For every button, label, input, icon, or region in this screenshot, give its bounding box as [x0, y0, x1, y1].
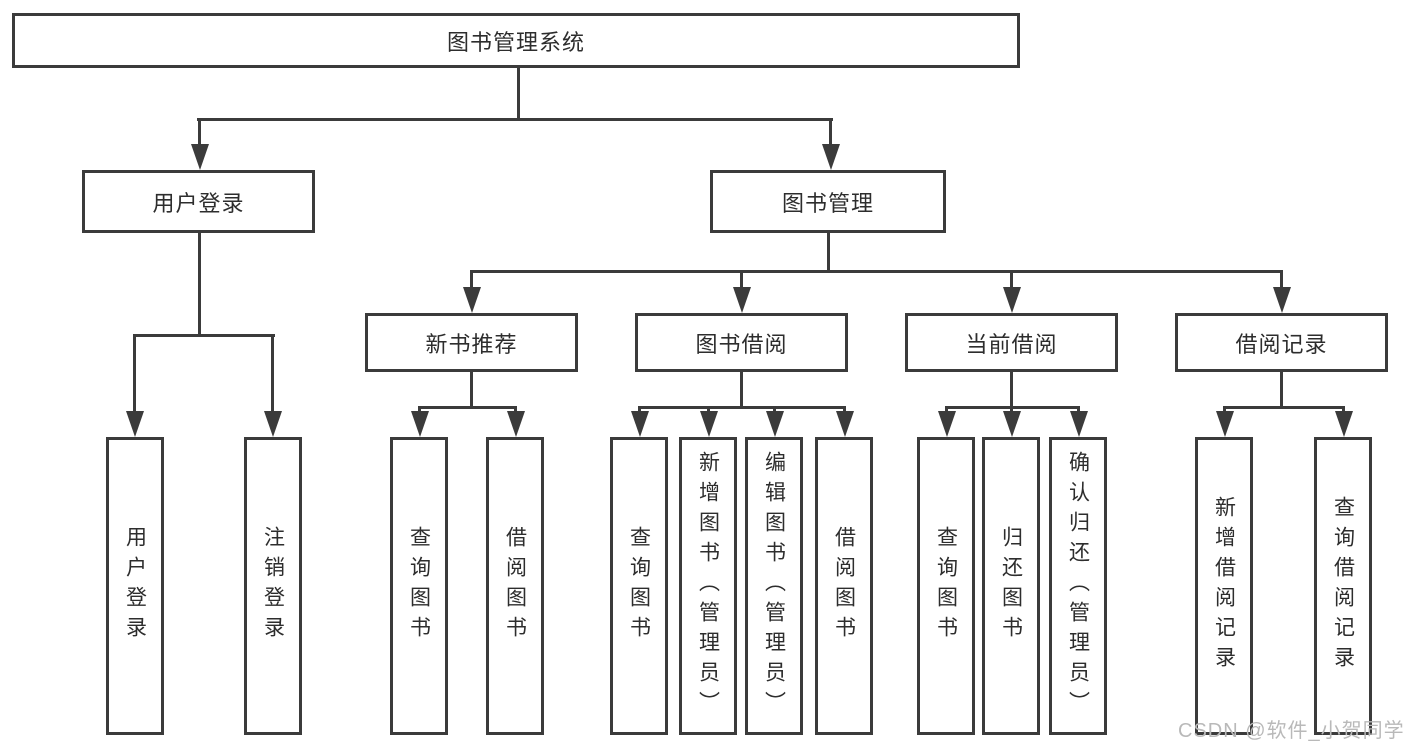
connector-root-hbar — [197, 118, 833, 121]
leaf-borrow-books: 借阅图书 — [815, 437, 873, 735]
connector-arrow-current — [1010, 270, 1013, 287]
connector-recommend-hbar — [418, 406, 517, 409]
connector-userlogin-stem — [198, 233, 201, 336]
connector-root-stem — [517, 68, 520, 120]
connector-arrow-records-1 — [1223, 406, 1226, 411]
connector-arrow-records — [1280, 270, 1283, 287]
leaf-edit-books-admin: 编辑图书（管理员） — [745, 437, 803, 735]
connector-arrow-book-mgmt — [829, 118, 832, 144]
csdn-watermark: CSDN @软件_小贺同学 — [1178, 720, 1405, 742]
node-new-book-recommend: 新书推荐 — [365, 313, 578, 372]
leaf-confirm-return-admin: 确认归还（管理员） — [1049, 437, 1107, 735]
connector-arrow-recommend-1 — [418, 406, 421, 411]
connector-borrowing-hbar — [638, 406, 846, 409]
connector-arrow-current-2 — [1010, 406, 1013, 411]
connector-records-hbar — [1223, 406, 1345, 409]
connector-arrow-logout-leaf — [271, 334, 274, 411]
connector-bookmgmt-hbar — [470, 270, 1283, 273]
connector-arrow-current-3 — [1077, 406, 1080, 411]
leaf-borrowing-query-books: 查询图书 — [610, 437, 668, 735]
leaf-add-borrow-record: 新增借阅记录 — [1195, 437, 1253, 735]
connector-arrow-login-leaf — [133, 334, 136, 411]
leaf-query-borrow-record: 查询借阅记录 — [1314, 437, 1372, 735]
connector-arrow-borrowing-4 — [843, 406, 846, 411]
node-library-system: 图书管理系统 — [12, 13, 1020, 68]
connector-bookmgmt-stem — [827, 233, 830, 272]
connector-arrow-borrowing-2 — [707, 406, 710, 411]
leaf-logout: 注销登录 — [244, 437, 302, 735]
leaf-user-login: 用户登录 — [106, 437, 164, 735]
leaf-return-books: 归还图书 — [982, 437, 1040, 735]
connector-arrow-borrowing — [740, 270, 743, 287]
connector-records-stem — [1280, 372, 1283, 408]
connector-arrow-current-1 — [945, 406, 948, 411]
connector-arrow-user-login — [198, 118, 201, 144]
node-book-borrowing: 图书借阅 — [635, 313, 848, 372]
node-borrowing-records: 借阅记录 — [1175, 313, 1388, 372]
connector-borrowing-stem — [740, 372, 743, 408]
leaf-current-query-books: 查询图书 — [917, 437, 975, 735]
node-book-management: 图书管理 — [710, 170, 946, 233]
node-current-borrowing: 当前借阅 — [905, 313, 1118, 372]
connector-recommend-stem — [470, 372, 473, 408]
connector-arrow-records-2 — [1342, 406, 1345, 411]
connector-userlogin-hbar — [133, 334, 275, 337]
connector-current-stem — [1010, 372, 1013, 408]
connector-arrow-borrowing-1 — [638, 406, 641, 411]
connector-arrow-recommend-2 — [514, 406, 517, 411]
leaf-add-books-admin: 新增图书（管理员） — [679, 437, 737, 735]
connector-arrow-new-books — [470, 270, 473, 287]
leaf-recommend-borrow-books: 借阅图书 — [486, 437, 544, 735]
node-user-login: 用户登录 — [82, 170, 315, 233]
leaf-recommend-query-books: 查询图书 — [390, 437, 448, 735]
connector-arrow-borrowing-3 — [773, 406, 776, 411]
